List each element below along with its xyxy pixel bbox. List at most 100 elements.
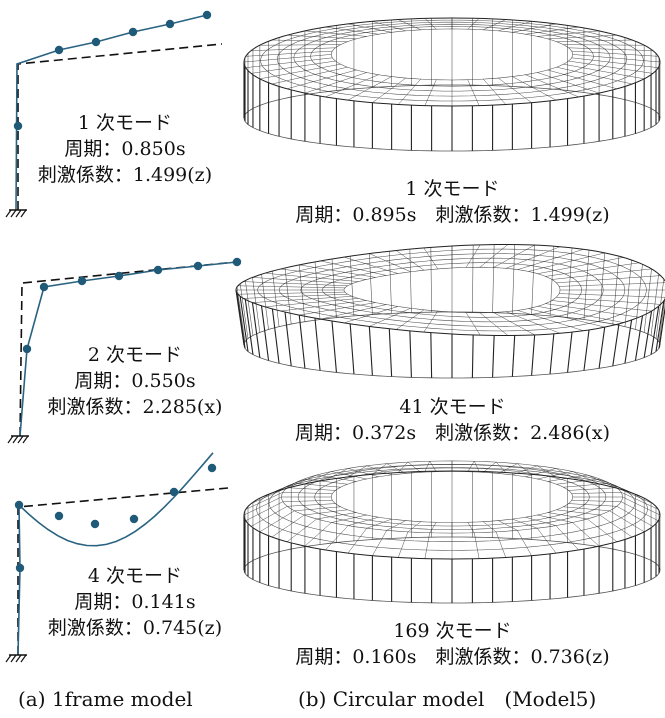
roof-radial-line <box>563 482 645 499</box>
roof-radial-line <box>563 63 645 80</box>
deformed-frame-line <box>19 261 238 437</box>
roof-radial-line <box>372 520 406 556</box>
roof-radial-line <box>483 461 506 473</box>
frame-mode2-label: 2 次モード 周期：0.550s 刺激係数：2.285(x) <box>10 342 260 420</box>
roof-radial-line <box>259 63 341 80</box>
roof-radial-line <box>252 277 353 284</box>
circular-mode169-label: 169 次モード 周期：0.160s 刺激係数：0.736(z) <box>240 618 665 670</box>
roof-radial-line <box>372 21 406 32</box>
roof-radial-line <box>505 246 561 269</box>
roof-radial-line <box>479 312 509 336</box>
roof-radial-line <box>512 465 557 478</box>
circular-mode41-label: 41 次モード 周期：0.372s 刺激係数：2.486(x) <box>240 394 665 446</box>
circular-mode-1-mesh <box>243 17 661 152</box>
frame-node <box>153 265 163 275</box>
roof-radial-line <box>465 244 481 268</box>
roof-radial-line <box>556 296 661 305</box>
roof-radial-line <box>467 460 480 472</box>
roof-radial-line <box>571 492 659 510</box>
circular-mode41-number: 41 次モード <box>399 396 506 418</box>
column-line <box>612 323 620 367</box>
roof-radial-line <box>556 275 661 284</box>
column-line <box>245 280 254 336</box>
roof-radial-line <box>572 54 661 63</box>
roof-radial-line <box>537 72 600 94</box>
frame-mode-4-diagram <box>5 452 229 663</box>
roof-radial-line <box>467 18 480 30</box>
roof-radial-line <box>271 39 348 42</box>
frame-node <box>13 121 23 131</box>
roof-radial-line <box>325 74 379 98</box>
frame-node <box>193 261 203 271</box>
circular-mode169-info: 周期：0.160s 刺激係数：0.736(z) <box>295 646 610 668</box>
roof-radial-line <box>397 521 421 558</box>
frame-node <box>90 519 100 529</box>
roof-radial-line <box>343 256 399 274</box>
roof-radial-line <box>525 74 579 98</box>
roof-radial-line <box>264 298 359 308</box>
column-line <box>658 296 665 342</box>
column-line <box>492 335 495 378</box>
roof-radial-line <box>547 69 618 90</box>
roof-radial-line <box>556 39 633 42</box>
roof-radial-line <box>568 503 654 527</box>
column-line <box>409 330 412 378</box>
roof-radial-line <box>525 516 579 551</box>
support-hatch <box>7 435 14 444</box>
roof-radial-line <box>369 307 411 327</box>
roof-radial-line <box>556 509 633 538</box>
roof-radial-line <box>423 310 439 333</box>
roof-radial-line <box>525 26 579 35</box>
support-hatch <box>17 435 24 444</box>
frame-mode1-label: 1 次モード 周期：0.850s 刺激係数：1.499(z) <box>0 110 250 188</box>
roof-radial-line <box>251 47 336 51</box>
roof-radial-line <box>286 34 357 40</box>
column-line <box>239 296 249 352</box>
column-line <box>284 267 292 325</box>
roof-radial-line <box>271 478 348 494</box>
roof-radial-line <box>551 300 652 312</box>
frame-node <box>77 276 87 286</box>
roof-radial-line <box>424 18 437 30</box>
roof-radial-line <box>347 23 392 33</box>
circular-mode169-number: 169 次モード <box>393 620 512 642</box>
frame-node <box>202 10 212 20</box>
support-hatch <box>15 654 22 663</box>
column-line <box>624 319 633 364</box>
circular-mode1-number: 1 次モード <box>405 178 500 200</box>
roof-radial-line <box>304 72 367 94</box>
roof-radial-line <box>251 60 336 74</box>
roof-radial-line <box>512 76 557 101</box>
frame-node <box>169 487 179 497</box>
roof-radial-line <box>498 520 532 556</box>
roof-radial-line <box>512 518 557 554</box>
roof-radial-line <box>304 30 367 37</box>
roof-radial-line <box>304 514 367 547</box>
roof-radial-line <box>395 250 425 271</box>
frame-mode2-number: 2 次モード <box>87 344 183 366</box>
support-hatch <box>5 209 12 218</box>
frame-mode1-factor: 刺激係数：1.499(z) <box>37 164 213 186</box>
column-line <box>430 332 433 378</box>
roof-radial-line <box>245 492 333 510</box>
roof-radial-line <box>259 44 341 46</box>
column-line <box>409 249 412 313</box>
column-line <box>643 310 653 358</box>
roof-radial-line <box>537 471 600 485</box>
support-hatch <box>5 654 12 663</box>
frame-node <box>14 500 24 510</box>
frame-node <box>114 271 124 281</box>
roof-radial-line <box>467 79 480 106</box>
column-line <box>349 323 355 375</box>
roof-radial-line <box>280 300 367 312</box>
roof-radial-line <box>243 54 332 63</box>
roof-radial-line <box>271 509 348 538</box>
column-line <box>531 245 535 315</box>
fixed-support-icon <box>5 654 27 663</box>
support-hatch <box>22 435 29 444</box>
column-line <box>260 305 270 361</box>
frame-mode1-period: 周期：0.850s <box>64 138 186 160</box>
roof-radial-line <box>252 296 353 303</box>
frame-models-column <box>5 10 242 663</box>
